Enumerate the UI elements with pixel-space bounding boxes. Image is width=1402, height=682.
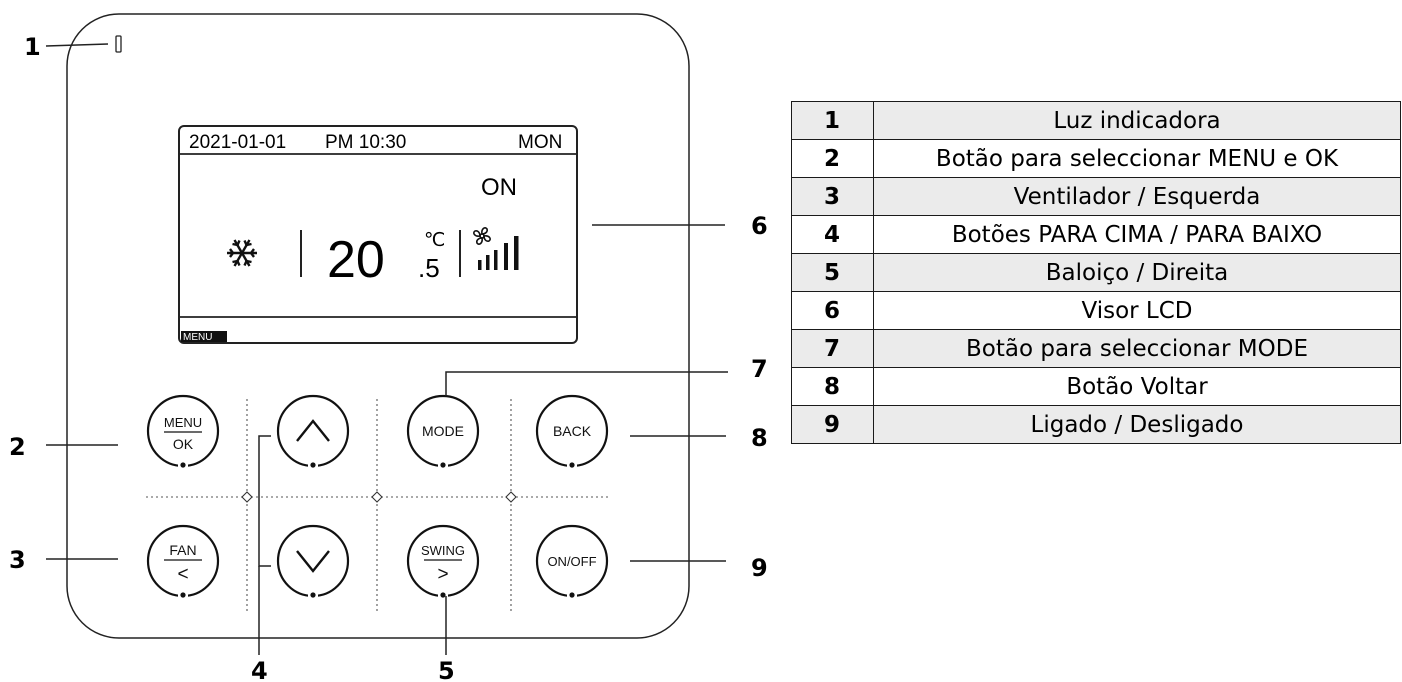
legend-label: Luz indicadora: [873, 101, 1401, 140]
callout-6: 6: [751, 212, 768, 240]
lcd-display: 2021-01-01 PM 10:30 MON ON 20 ℃ .5: [178, 125, 578, 344]
lcd-power-status: ON: [481, 174, 517, 201]
legend-number: 1: [791, 101, 874, 140]
legend-label: Baloiço / Direita: [873, 253, 1401, 292]
lcd-menu-tag: MENU: [183, 332, 212, 343]
fan-left-button[interactable]: [146, 524, 220, 598]
mode-button-label: MODE: [422, 423, 464, 439]
legend-label: Ligado / Desligado: [873, 405, 1401, 444]
legend-number: 6: [791, 291, 874, 330]
callout-1: 1: [24, 33, 41, 61]
legend-number: 5: [791, 253, 874, 292]
back-button-label: BACK: [553, 423, 592, 439]
legend-label: Ventilador / Esquerda: [873, 177, 1401, 216]
lcd-day: MON: [518, 132, 562, 153]
legend-number: 9: [791, 405, 874, 444]
legend-number: 4: [791, 215, 874, 254]
legend-label: Botão Voltar: [873, 367, 1401, 406]
legend-label: Botão para seleccionar MODE: [873, 329, 1401, 368]
right-arrow-label: >: [437, 564, 448, 585]
lcd-temperature: 20: [327, 231, 385, 289]
chevron-down-icon: [296, 550, 330, 573]
legend-number: 3: [791, 177, 874, 216]
legend-number: 7: [791, 329, 874, 368]
menu-button-label: MENU: [164, 415, 202, 430]
legend-label: Visor LCD: [873, 291, 1401, 330]
ok-button-label: OK: [173, 436, 194, 452]
left-arrow-label: <: [177, 564, 188, 585]
lcd-date: 2021-01-01: [189, 132, 286, 153]
controller-diagram: 2021-01-01 PM 10:30 MON ON 20 ℃ .5: [9, 13, 768, 682]
callout-9: 9: [751, 554, 768, 582]
callout-3: 3: [9, 546, 26, 574]
signal-bars-icon: [478, 236, 519, 270]
legend-label: Botões PARA CIMA / PARA BAIXO: [873, 215, 1401, 254]
controller-panel: [66, 13, 690, 639]
callout-4: 4: [251, 657, 268, 682]
indicator-light: [115, 35, 122, 53]
lcd-temperature-decimal: .5: [418, 253, 440, 283]
down-button[interactable]: [276, 524, 350, 598]
chevron-up-icon: [296, 419, 330, 442]
legend-label: Botão para seleccionar MENU e OK: [873, 139, 1401, 178]
lcd-temperature-unit: ℃: [424, 229, 445, 251]
callout-2: 2: [9, 433, 26, 461]
callout-5: 5: [438, 657, 455, 682]
callouts: 1 2 3 4 5 6 7 8 9: [9, 33, 768, 682]
onoff-button-label: ON/OFF: [547, 554, 596, 569]
menu-ok-button[interactable]: [146, 394, 220, 468]
callout-7: 7: [751, 355, 768, 383]
fan-icon: [473, 227, 491, 245]
lcd-time: PM 10:30: [325, 132, 406, 153]
callout-8: 8: [751, 424, 768, 452]
lcd-menu-tag-bg: [181, 331, 227, 342]
fan-button-label: FAN: [169, 542, 196, 558]
up-button[interactable]: [276, 394, 350, 468]
swing-right-button[interactable]: [406, 524, 480, 598]
snowflake-icon: [227, 239, 257, 267]
swing-button-label: SWING: [421, 543, 465, 558]
legend-number: 2: [791, 139, 874, 178]
legend-number: 8: [791, 367, 874, 406]
